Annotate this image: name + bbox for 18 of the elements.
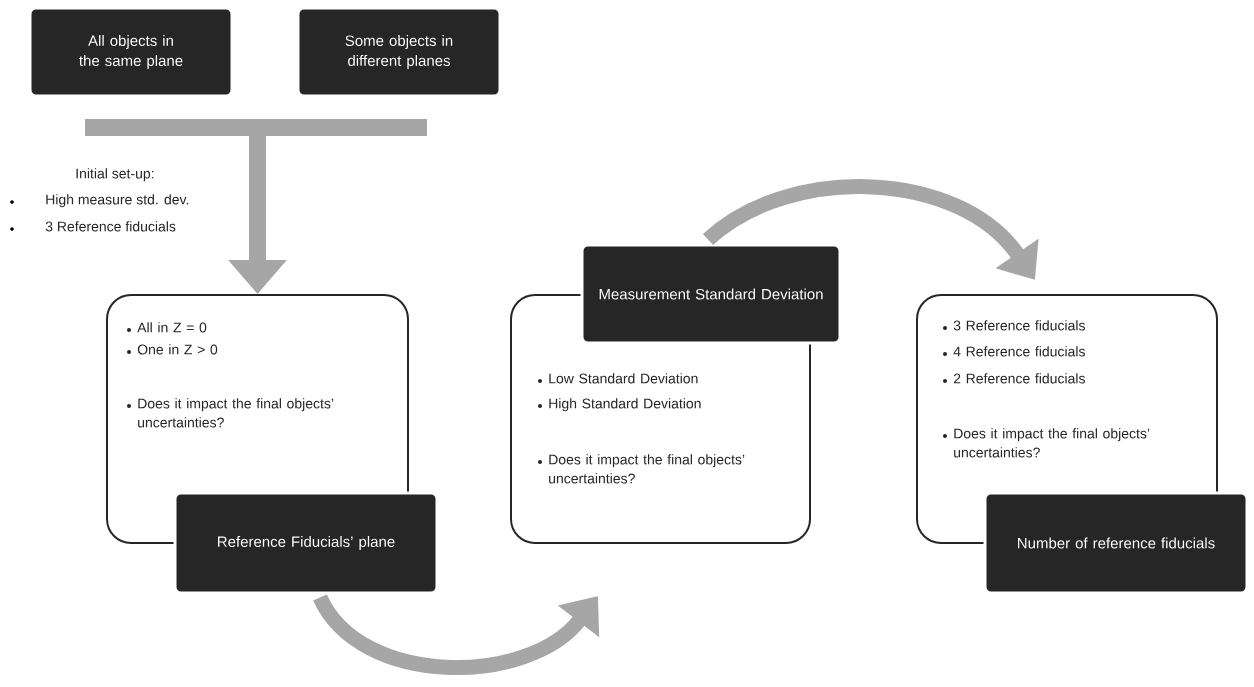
list-item: Does it impact the final objects’ uncertainties? <box>127 398 334 428</box>
list-item: Does it impact the final objects’ uncertainties? <box>943 428 1150 458</box>
title-box: Measurement Standard Deviation <box>580 243 842 345</box>
list-item: 3 Reference fiducials <box>10 221 176 232</box>
title-box: Some objects in different planes <box>296 6 502 98</box>
list-item: Low Standard Deviation <box>538 373 698 384</box>
title-box: Number of reference fiducials <box>983 491 1249 595</box>
list-item: 4 Reference fiducials <box>943 346 1085 357</box>
list-item: 3 Reference fiducials <box>943 320 1085 331</box>
list-item: All in Z = 0 <box>127 322 207 333</box>
list-item: One in Z > 0 <box>127 344 218 355</box>
title-box: All objects in the same plane <box>28 6 234 98</box>
list-item: High Standard Deviation <box>538 398 701 412</box>
list-item: High measure std. dev. <box>10 194 189 208</box>
list-item: 2 Reference fiducials <box>943 373 1085 384</box>
title-box: Reference Fiducials’ plane <box>173 491 439 595</box>
list-item: Does it impact the final objects’ uncertainties? <box>538 454 745 484</box>
note-text: Initial set-up: <box>76 168 154 182</box>
